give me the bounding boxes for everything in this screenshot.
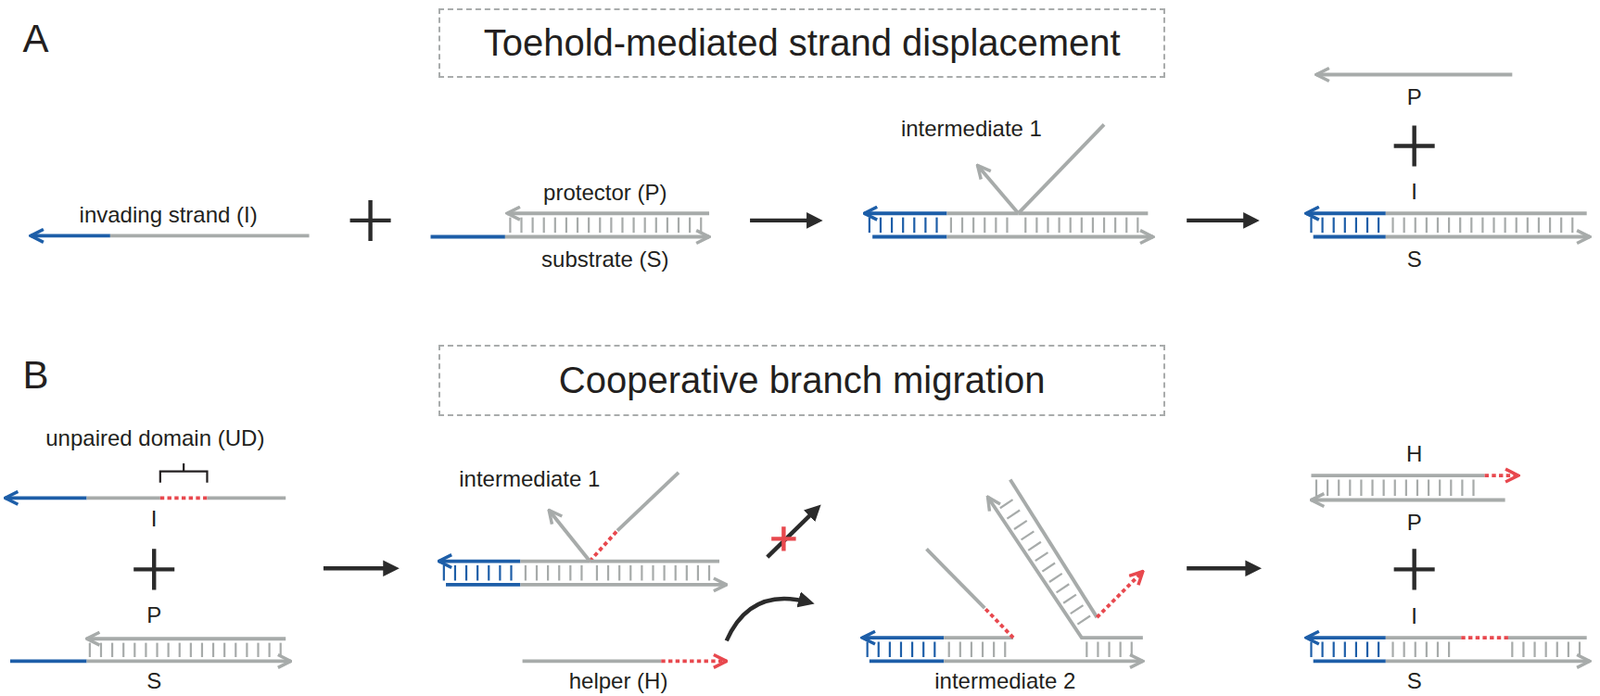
panel-title: Toehold-mediated strand displacement (483, 22, 1121, 64)
strand-label: P (146, 603, 162, 628)
domain-label: unpaired domain (UD) (45, 426, 265, 451)
strand-label: I (1410, 179, 1418, 204)
strand-label: P (1407, 509, 1423, 534)
strand-label: I (151, 507, 158, 532)
panel-title: Cooperative branch migration (558, 359, 1046, 402)
panel-letter: A (23, 17, 50, 61)
intermediate-label: intermediate 2 (934, 669, 1076, 694)
strand-label: protector (P) (543, 180, 667, 205)
intermediate-label: intermediate 1 (901, 115, 1042, 140)
strand-label: substrate (S) (541, 246, 669, 271)
title-box: Toehold-mediated strand displacement (438, 8, 1166, 78)
strand-label: I (1410, 604, 1418, 629)
strand-label: S (146, 669, 162, 694)
strand-label: helper (H) (569, 669, 669, 694)
strand-label: S (1407, 669, 1423, 694)
strand-label: H (1406, 442, 1423, 467)
intermediate-label: intermediate 1 (458, 467, 600, 492)
panel-letter: B (23, 354, 50, 397)
title-box: Cooperative branch migration (438, 344, 1166, 417)
strand-label: invading strand (I) (79, 203, 258, 228)
strand-label: P (1407, 84, 1423, 109)
strand-label: S (1407, 246, 1423, 271)
